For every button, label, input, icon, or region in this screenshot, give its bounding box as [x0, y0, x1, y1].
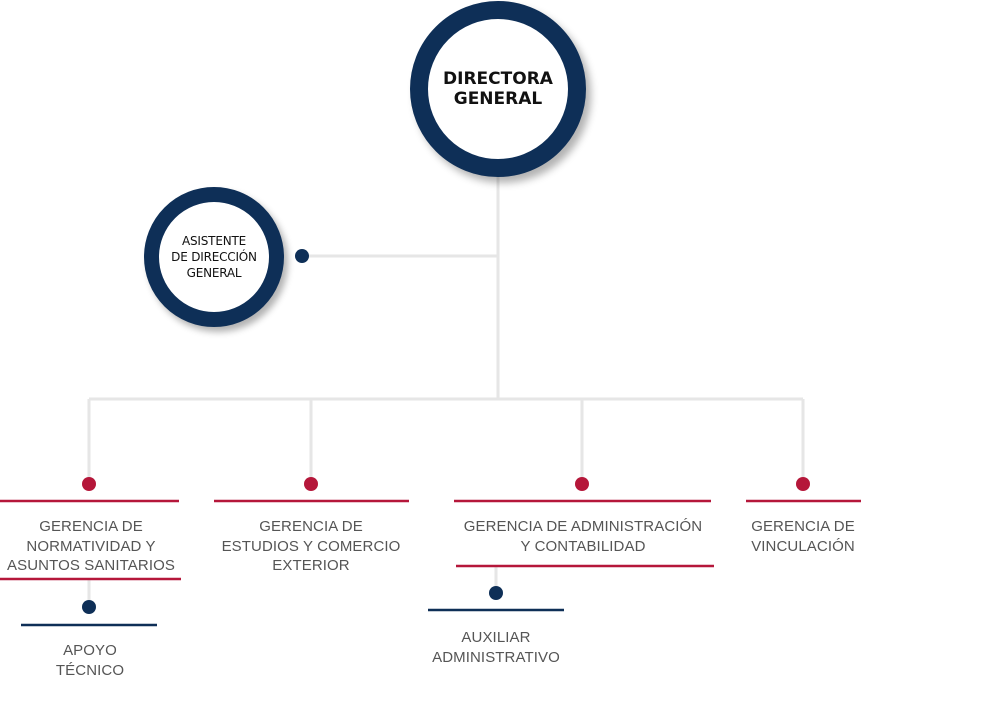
dot-estudios [304, 477, 318, 491]
node-normatividad-label: GERENCIA DE NORMATIVIDAD Y ASUNTOS SANIT… [7, 518, 175, 574]
dot-assistant [295, 249, 309, 263]
dot-auxiliar [489, 586, 503, 600]
node-director-label: DIRECTORA GENERAL [443, 69, 553, 109]
node-apoyo-label: APOYO TÉCNICO [55, 642, 125, 679]
dot-apoyo [82, 600, 96, 614]
node-auxiliar-label: AUXILIAR ADMINISTRATIVO [432, 629, 560, 666]
node-estudios-label: GERENCIA DE ESTUDIOS Y COMERCIO EXTERIOR [221, 518, 401, 574]
node-administracion-label: GERENCIA DE ADMINISTRACIÓN Y CONTABILIDA… [463, 518, 703, 555]
dot-vinculacion [796, 477, 810, 491]
node-assistant-label: ASISTENTE DE DIRECCIÓN GENERAL [171, 234, 257, 280]
node-assistant: ASISTENTE DE DIRECCIÓN GENERAL [144, 187, 284, 327]
dot-normatividad [82, 477, 96, 491]
node-vinculacion-label: GERENCIA DE VINCULACIÓN [751, 518, 855, 555]
node-director: DIRECTORA GENERAL [410, 1, 586, 177]
dot-administracion [575, 477, 589, 491]
